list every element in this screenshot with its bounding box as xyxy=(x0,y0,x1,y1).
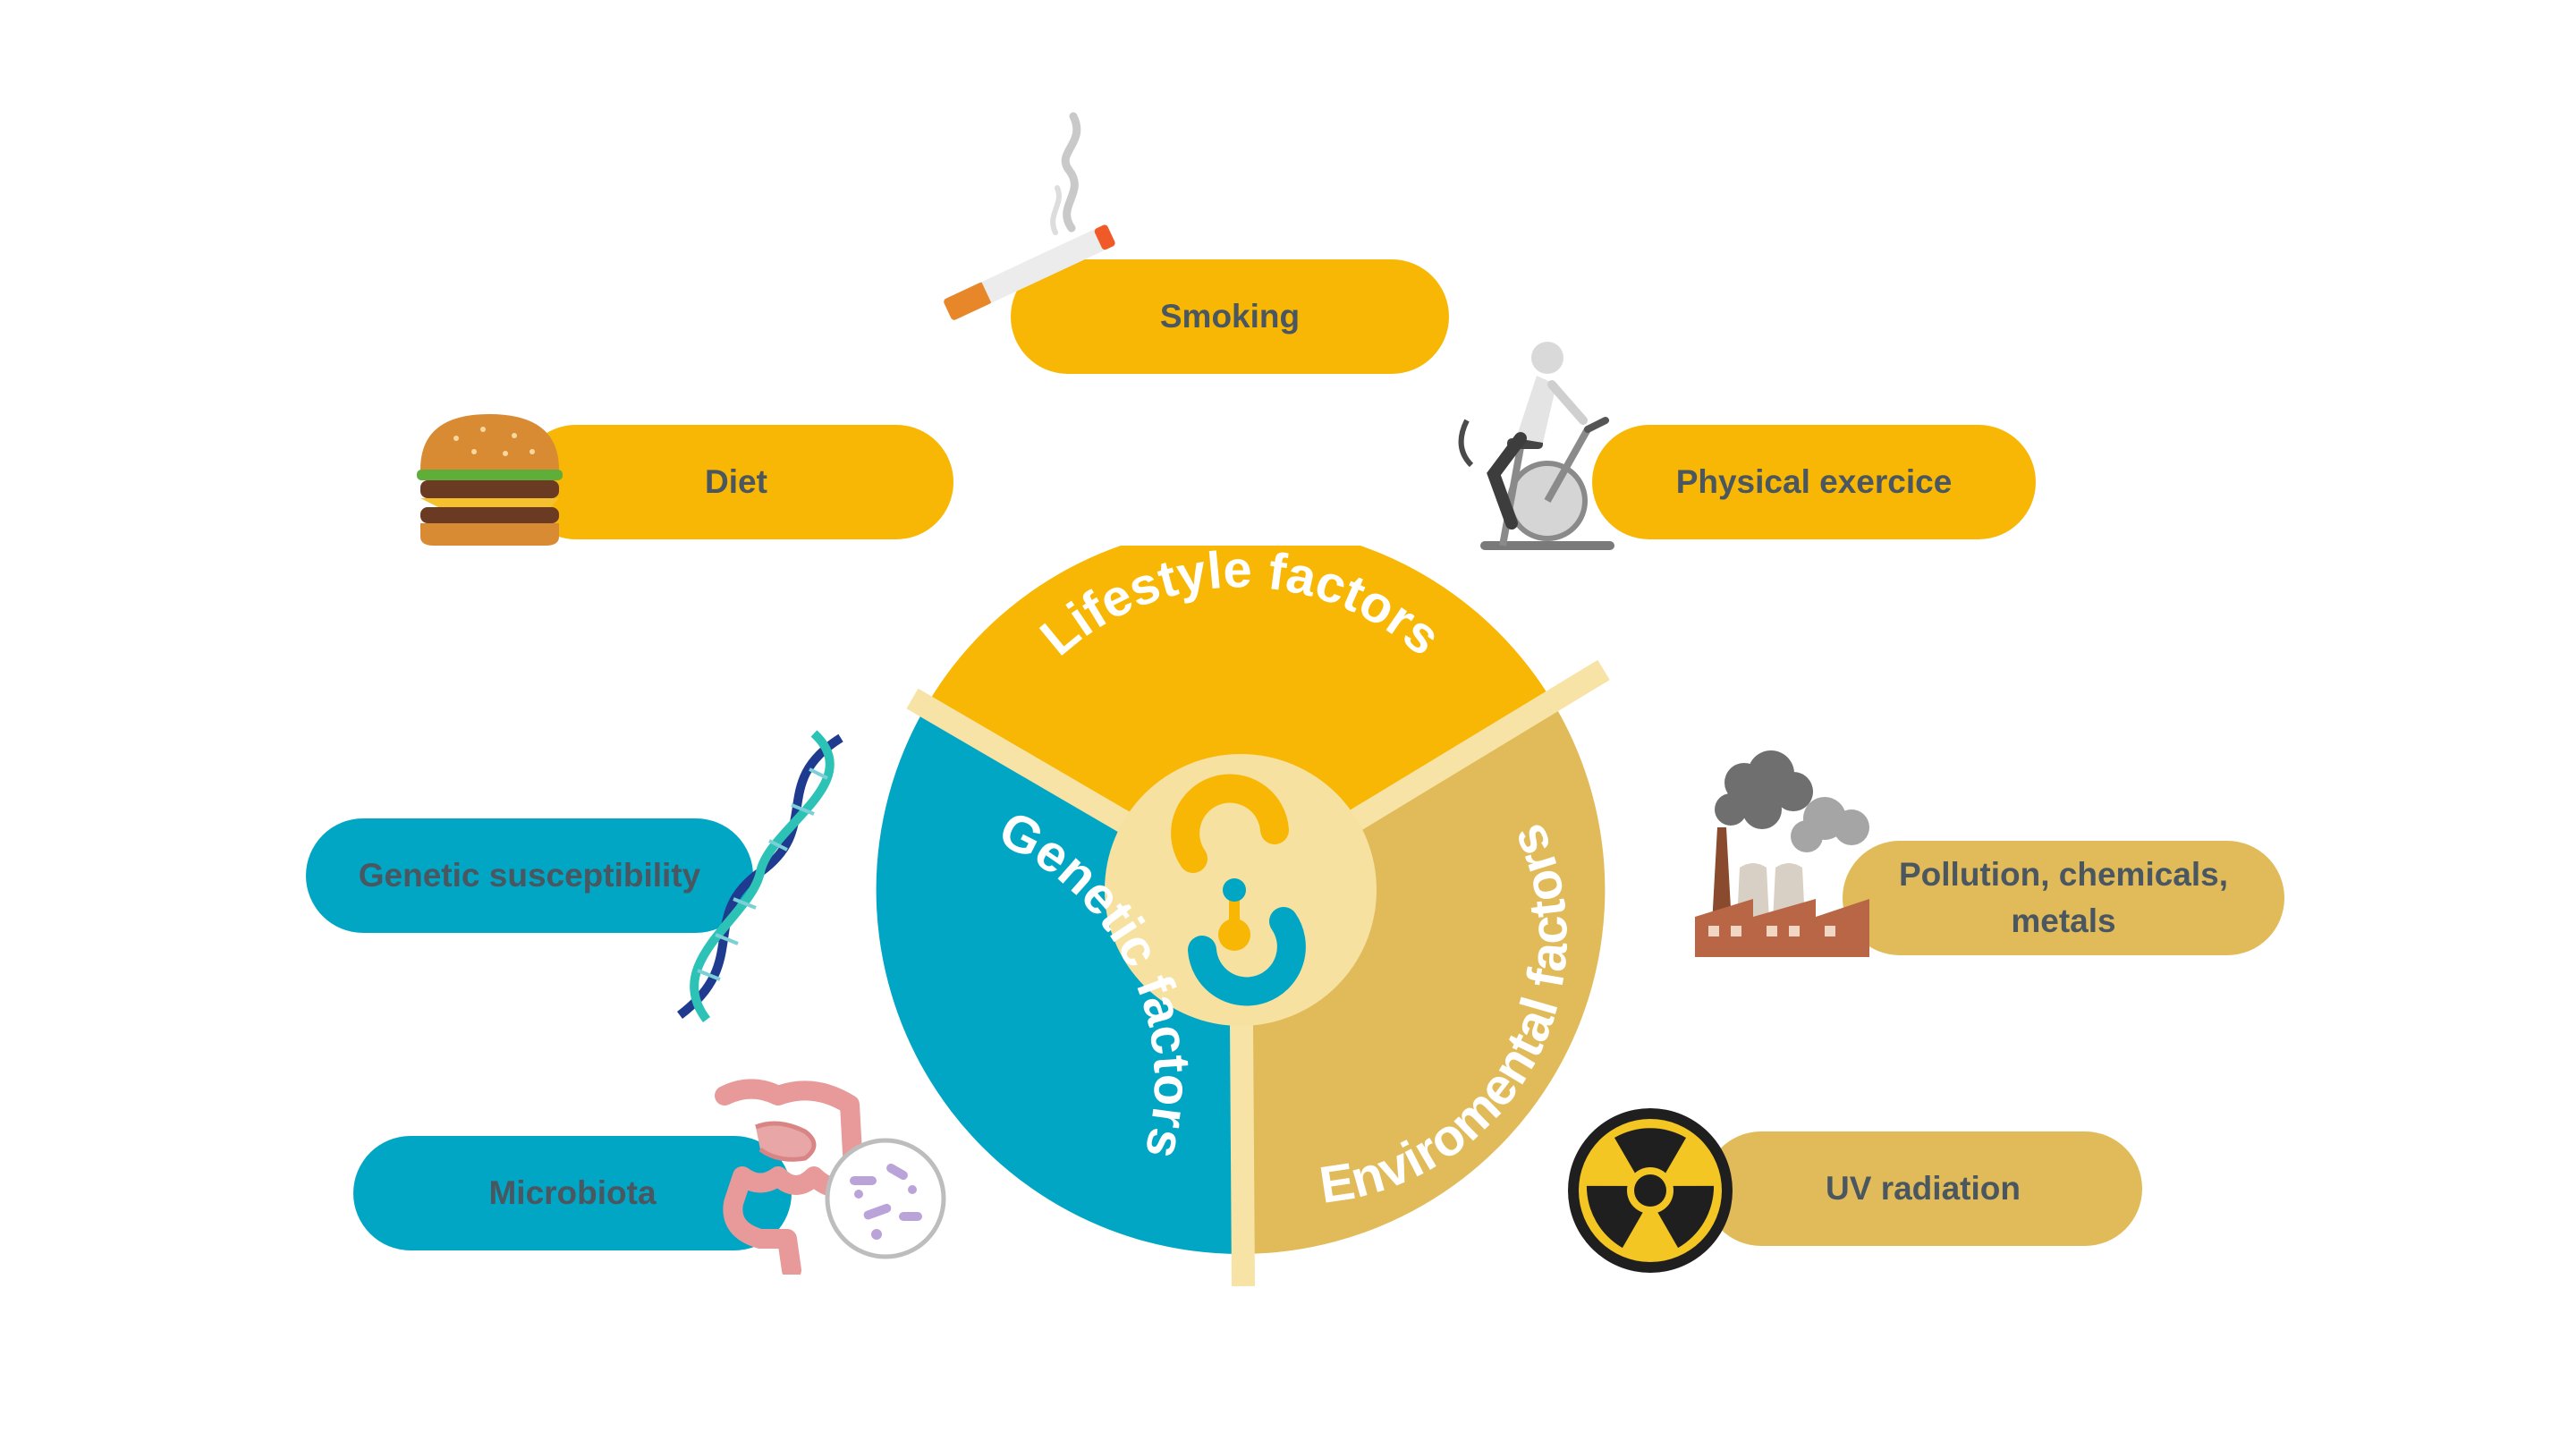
factor-label-uv-radiation: UV radiation xyxy=(1826,1170,2021,1208)
factor-label-microbiota: Microbiota xyxy=(488,1174,657,1212)
factor-label-diet: Diet xyxy=(705,463,767,501)
intestine-bacteria-icon xyxy=(715,1079,946,1275)
dna-icon xyxy=(676,730,843,1023)
factory-icon xyxy=(1695,750,1869,957)
factor-pill-microbiota: Microbiota xyxy=(353,1136,792,1250)
burger-icon xyxy=(417,414,563,546)
factor-pill-genetic-susceptibility: Genetic susceptibility xyxy=(306,818,753,933)
factors-wheel: Lifestyle factors Genetic factors Enviro… xyxy=(876,546,1610,1287)
factor-pill-smoking: Smoking xyxy=(1011,259,1449,374)
factor-pill-diet: Diet xyxy=(519,425,953,539)
radiation-icon xyxy=(1568,1108,1733,1273)
factor-label-pollution-line2: metals xyxy=(2011,902,2116,939)
logo-icon xyxy=(1171,774,1306,1006)
exercise-bike-icon xyxy=(1458,342,1614,550)
factor-pill-pollution: Pollution, chemicals, metals xyxy=(1843,841,2284,955)
factor-label-smoking: Smoking xyxy=(1159,298,1301,335)
wheel-segment-lifestyle xyxy=(926,546,1555,890)
factor-label-pollution-line1: Pollution, chemicals, xyxy=(1898,856,2229,894)
factor-pill-physical-exercise: Physical exercice xyxy=(1592,425,2036,539)
factor-label-physical-exercise: Physical exercice xyxy=(1675,463,1953,501)
factor-label-genetic-susceptibility: Genetic susceptibility xyxy=(358,857,701,894)
cigarette-icon xyxy=(944,112,1115,320)
factor-pill-uv-radiation: UV radiation xyxy=(1704,1131,2142,1246)
